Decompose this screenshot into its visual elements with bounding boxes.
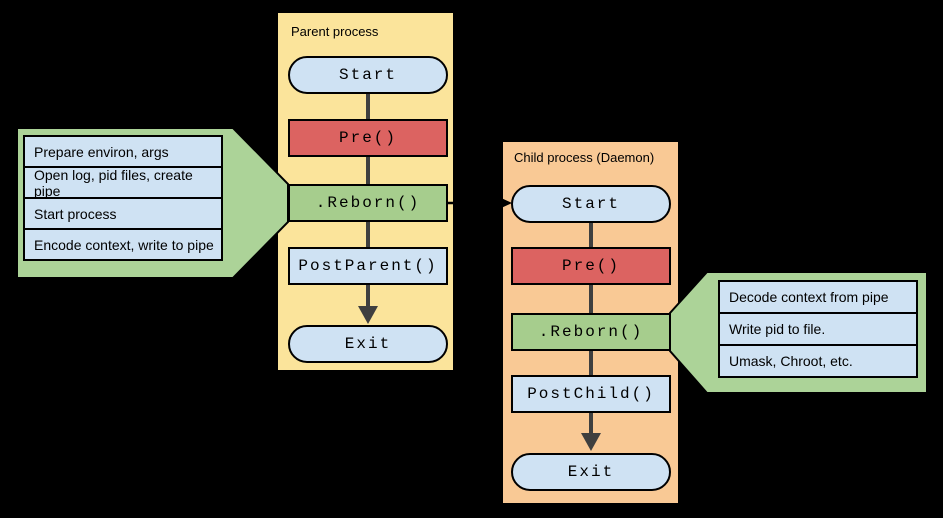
list-item: Decode context from pipe [718, 280, 918, 314]
list-item: Encode context, write to pipe [23, 228, 223, 261]
parent-lane-title: Parent process [291, 24, 379, 39]
list-item: Umask, Chroot, etc. [718, 344, 918, 378]
child-arrowhead-icon [581, 433, 601, 451]
parent-start-node: Start [288, 56, 448, 94]
list-item: Write pid to file. [718, 312, 918, 346]
child-postchild-node: PostChild() [511, 375, 671, 413]
child-start-node: Start [511, 185, 671, 223]
list-item: Open log, pid files, create pipe [23, 166, 223, 199]
list-item: Start process [23, 197, 223, 230]
parent-arrowhead-icon [358, 306, 378, 324]
child-lane-title: Child process (Daemon) [514, 150, 655, 165]
parent-pre-node: Pre() [288, 119, 448, 157]
fork-link-arrowhead-icon [499, 197, 512, 209]
right-callout-list: Decode context from pipe Write pid to fi… [718, 280, 918, 378]
child-reborn-node: .Reborn() [511, 313, 671, 351]
parent-exit-node: Exit [288, 325, 448, 363]
child-exit-node: Exit [511, 453, 671, 491]
child-pre-node: Pre() [511, 247, 671, 285]
parent-reborn-node: .Reborn() [288, 184, 448, 222]
parent-postparent-node: PostParent() [288, 247, 448, 285]
left-callout-list: Prepare environ, args Open log, pid file… [23, 135, 223, 261]
list-item: Prepare environ, args [23, 135, 223, 168]
